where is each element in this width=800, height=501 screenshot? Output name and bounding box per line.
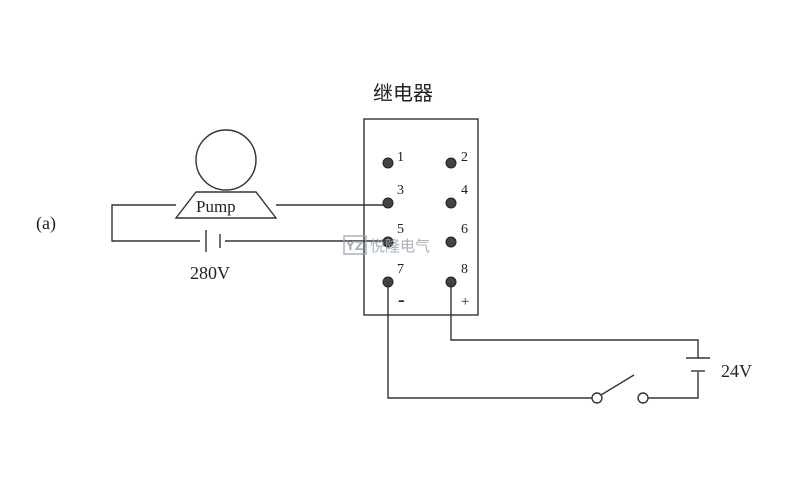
relay-box [363,118,479,316]
relay-pin-1 [382,157,394,169]
switch-blade [600,374,635,396]
minus-sign: - [398,289,405,311]
wire-pin8-to-battery [450,282,699,358]
switch-contact-right [637,392,649,404]
supply-280v-label: 280V [190,263,230,283]
pin-label-8: 8 [461,262,468,277]
pin-label-7: 7 [397,262,404,277]
wire-pump-to-battery [111,204,200,242]
relay-title: 继电器 [373,82,433,105]
panel-label: (a) [36,213,56,234]
pin-label-6: 6 [461,222,468,237]
wire-pin7-to-switch [387,282,592,399]
relay-pin-6 [445,236,457,248]
watermark-logo-frame [343,235,367,255]
watermark-text: 悦隆电气 [370,237,430,255]
pump-base [174,191,278,219]
relay-pin-4 [445,197,457,209]
watermark-logo: YZ [345,239,364,253]
pin-label-3: 3 [397,183,404,198]
relay-pin-5 [382,236,394,248]
pin-label-1: 1 [397,150,404,165]
pump-motor-circle [195,129,257,191]
plus-sign: + [461,294,469,310]
pin-label-2: 2 [461,150,468,165]
relay-pin-3 [382,197,394,209]
wire-switch-to-battery [648,372,699,399]
pin-label-5: 5 [397,222,404,237]
relay-pin-2 [445,157,457,169]
pin-label-4: 4 [461,183,468,198]
watermark: YZ 悦隆电气 [343,235,430,255]
switch-contact-left [591,392,603,404]
supply-24v-label: 24V [721,361,752,381]
pump-label: Pump [196,197,236,216]
